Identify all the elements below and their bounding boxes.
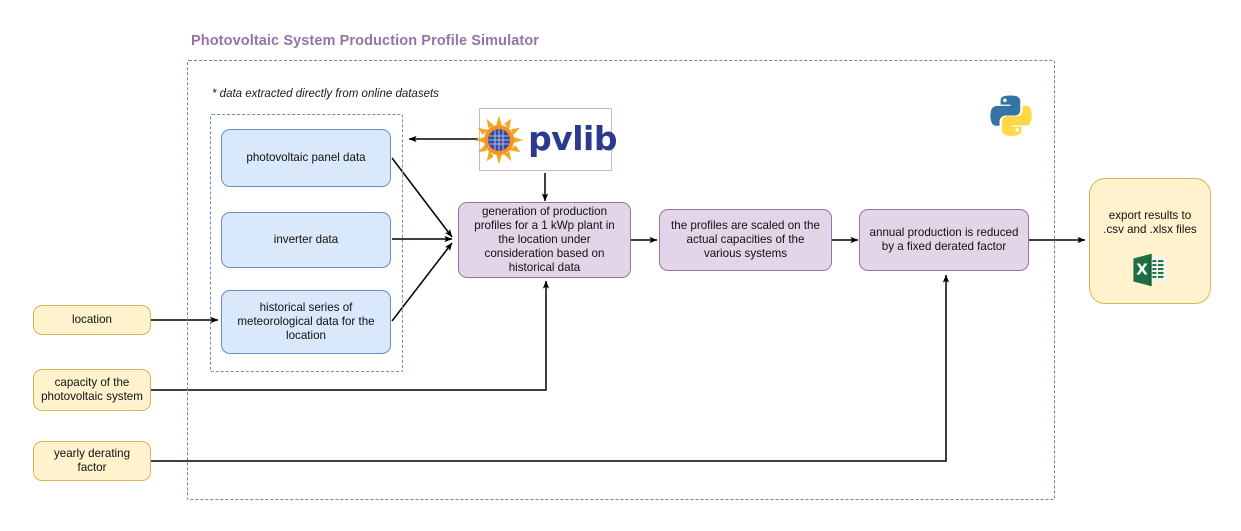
node-profile-scaling[interactable]: the profiles are scaled on the actual ca… bbox=[659, 209, 832, 271]
excel-file-icon: X bbox=[1130, 253, 1170, 287]
node-label: historical series of meteorological data… bbox=[237, 300, 375, 343]
node-label: photovoltaic panel data bbox=[246, 150, 366, 164]
pvlib-sun-panel-logo bbox=[474, 115, 524, 165]
node-label: yearly derating factor bbox=[53, 446, 131, 474]
node-input-location[interactable]: location bbox=[33, 305, 151, 335]
node-meteorological-data[interactable]: historical series of meteorological data… bbox=[221, 290, 391, 354]
node-photovoltaic-panel-data[interactable]: photovoltaic panel data bbox=[221, 129, 391, 187]
node-label: location bbox=[72, 312, 112, 326]
node-generation-of-profiles[interactable]: generation of production profiles for a … bbox=[458, 202, 631, 278]
node-input-derating-factor[interactable]: yearly derating factor bbox=[33, 441, 151, 481]
node-label: generation of production profiles for a … bbox=[474, 204, 615, 275]
svg-text:X: X bbox=[1136, 261, 1148, 279]
diagram-title: Photovoltaic System Production Profile S… bbox=[191, 33, 540, 49]
node-label: capacity of the photovoltaic system bbox=[41, 375, 143, 403]
node-label: inverter data bbox=[273, 232, 339, 246]
node-label: annual production is reduced by a fixed … bbox=[869, 225, 1019, 253]
node-input-capacity[interactable]: capacity of the photovoltaic system bbox=[33, 369, 151, 411]
simulator-boundary bbox=[187, 60, 1055, 500]
node-annual-production-derating[interactable]: annual production is reduced by a fixed … bbox=[859, 209, 1029, 271]
node-label: export results to .csv and .xlsx files bbox=[1103, 209, 1197, 237]
node-label: the profiles are scaled on the actual ca… bbox=[671, 218, 820, 261]
datasource-note: * data extracted directly from online da… bbox=[212, 88, 439, 100]
node-export-results[interactable]: export results to .csv and .xlsx files bbox=[1089, 178, 1211, 304]
online-datasets-boundary bbox=[210, 114, 403, 372]
python-logo bbox=[988, 92, 1033, 142]
pvlib-logo-card: pvlib bbox=[474, 108, 617, 171]
pvlib-wordmark: pvlib bbox=[528, 118, 617, 158]
node-inverter-data[interactable]: inverter data bbox=[221, 212, 391, 268]
